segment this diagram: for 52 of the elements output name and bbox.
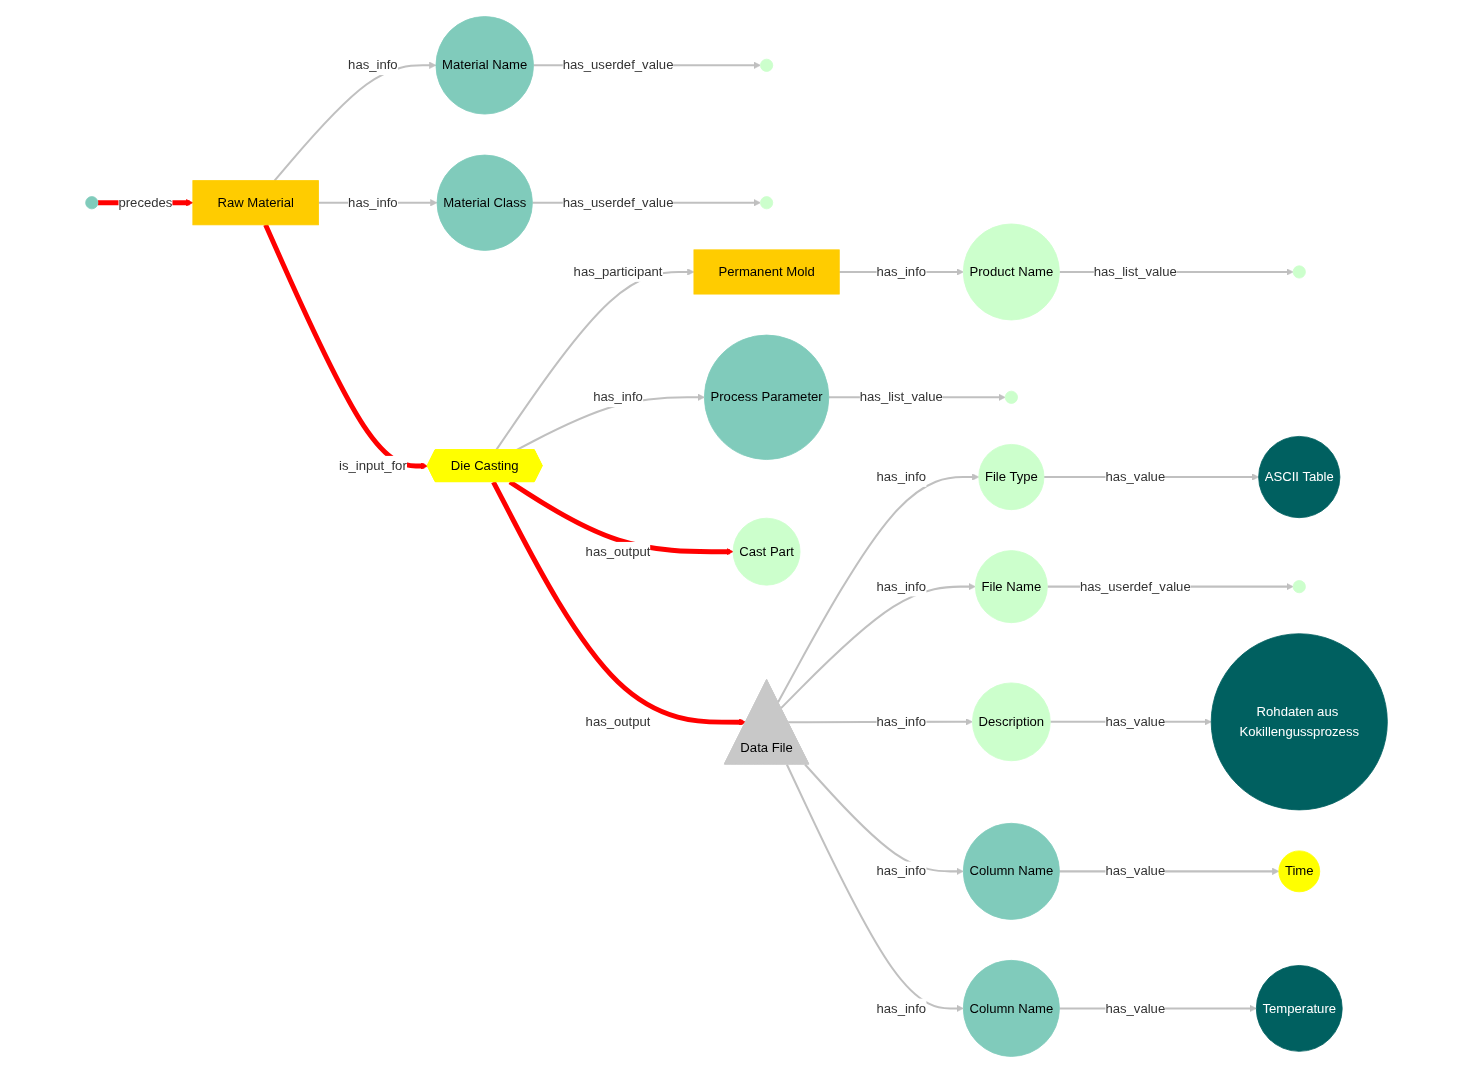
arrow: [273, 61, 437, 182]
node-circle: Material Name: [435, 16, 534, 115]
edge-label: has_info: [593, 389, 643, 404]
edge-label: has_info: [348, 57, 398, 72]
edge-label: has_info: [876, 579, 927, 594]
node-box: Raw Material: [192, 180, 319, 226]
edge-label: has_userdef_value: [562, 57, 674, 72]
arrow: [495, 268, 695, 451]
edge-label: has_value: [1105, 469, 1166, 484]
edge-label: has_list_value: [859, 389, 943, 404]
node-circle: [760, 196, 774, 210]
node-circle: [1004, 390, 1018, 404]
edge-label: has_list_value: [1093, 264, 1177, 279]
node-box: Permanent Mold: [693, 249, 840, 295]
node-circle: Cast Part: [732, 517, 801, 586]
node-circle: [1292, 580, 1306, 594]
edge-label: has_info: [876, 714, 927, 729]
edge-label: has_info: [876, 264, 927, 279]
arrow: [804, 763, 964, 875]
node-circle: Temperature: [1255, 965, 1343, 1052]
edge-label: has_output: [585, 544, 651, 559]
node-circle: File Type: [978, 444, 1045, 511]
edge-label: has_info: [348, 195, 398, 210]
arrow: [785, 764, 964, 1012]
node-circle: Column Name: [962, 822, 1060, 920]
node-circle: Process Parameter: [703, 334, 830, 460]
arrow: [491, 480, 747, 726]
arrow: [263, 223, 428, 470]
node-circle: Description: [972, 682, 1051, 762]
node-circle: [1292, 265, 1306, 279]
edge-label: has_value: [1105, 863, 1166, 878]
edge-label: has_info: [876, 469, 927, 484]
edge-label: has_value: [1105, 1001, 1166, 1015]
edge-label: has_userdef_value: [1079, 579, 1191, 594]
node-circle: Product Name: [962, 223, 1060, 321]
node-circle: Rohdaten aus Kokillengussprozess: [1210, 633, 1388, 811]
edge-label: has_participant: [573, 264, 663, 279]
node-circle: Column Name: [962, 959, 1060, 1057]
edge-label: has_value: [1105, 714, 1166, 729]
node-circle: Material Class: [436, 154, 533, 251]
arrow: [777, 473, 980, 703]
node-circle: Time: [1278, 850, 1321, 893]
node-circle: File Name: [974, 550, 1048, 624]
node-circle: [85, 196, 99, 210]
node-circle: ASCII Table: [1258, 435, 1341, 519]
edge-label: has_info: [876, 863, 927, 878]
edge-label: has_output: [585, 714, 651, 729]
arrow: [780, 583, 976, 709]
node-circle: [760, 58, 774, 72]
edge-label: has_info: [876, 1001, 927, 1015]
edge-label: has_userdef_value: [562, 195, 674, 210]
edge-label: is_input_for: [339, 458, 407, 473]
